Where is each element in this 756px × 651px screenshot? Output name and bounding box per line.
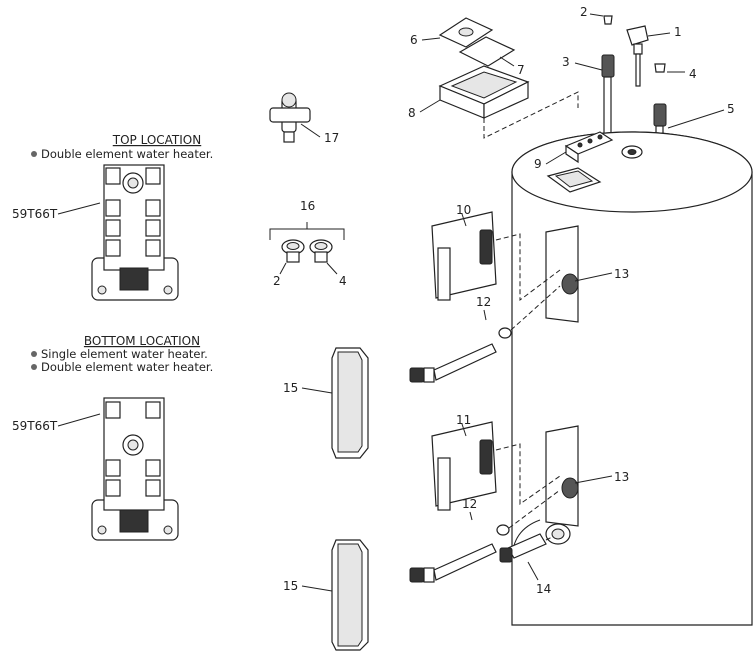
- part-label-3: 3: [562, 55, 570, 69]
- part-label-1: 1: [674, 25, 682, 39]
- relief-valve-cap: [309, 239, 333, 263]
- part-label-13-top: 13: [614, 267, 629, 281]
- bullet-icon: [31, 351, 37, 357]
- access-cover-15-bottom: 15: [283, 539, 369, 651]
- lower-thermostat-bracket-11: 11: [431, 413, 561, 511]
- part-label-7: 7: [517, 63, 525, 77]
- upper-element-opening: [561, 273, 579, 295]
- bullet-icon: [31, 151, 37, 157]
- part-label-2: 2: [580, 5, 588, 19]
- access-cover-15-top: 15: [283, 347, 369, 459]
- bottom-thermostat: [91, 397, 179, 541]
- part-label-15-bottom: 15: [283, 579, 298, 593]
- part-label-9: 9: [534, 157, 542, 171]
- junction-box-cover-6: 6: [410, 17, 494, 48]
- water-heater-tank: 9 13 13: [511, 131, 753, 626]
- upper-thermostat-bracket-10: 10: [431, 203, 561, 301]
- upper-heating-element-12: 12: [409, 285, 561, 383]
- junction-box-8: 8: [408, 65, 530, 120]
- part-label-16-2: 2: [273, 274, 281, 288]
- leader-junction-box: [483, 91, 579, 139]
- part-label-8: 8: [408, 106, 416, 120]
- part-label-11: 11: [456, 413, 471, 427]
- top-thermostat: [91, 164, 179, 301]
- part-label-14: 14: [536, 582, 551, 596]
- part-label-12-top: 12: [476, 295, 491, 309]
- bottom-location-section: BOTTOM LOCATION Single element water hea…: [12, 334, 213, 541]
- top-thermostat-model: 59T66T: [12, 207, 58, 221]
- junction-box-plate-7: 7: [458, 36, 525, 77]
- drain-valve-cap: [281, 239, 305, 263]
- part-label-4: 4: [689, 67, 697, 81]
- bottom-location-bullet-1: Single element water heater.: [41, 347, 208, 361]
- bullet-icon: [31, 364, 37, 370]
- bottom-thermostat-model: 59T66T: [12, 419, 58, 433]
- part-label-13-bottom: 13: [614, 470, 629, 484]
- lower-heating-element-12: 12: [409, 489, 561, 583]
- part-label-16: 16: [300, 199, 315, 213]
- terminal-block-9: 9: [534, 131, 614, 171]
- part-label-5: 5: [727, 102, 735, 116]
- bottom-location-title: BOTTOM LOCATION: [84, 334, 200, 348]
- mixing-valve-17: 17: [269, 92, 339, 145]
- part-label-10: 10: [456, 203, 471, 217]
- part-label-17: 17: [324, 131, 339, 145]
- element-gasket-kit-16: 16 2 4: [269, 199, 347, 288]
- lower-element-opening: [561, 477, 579, 499]
- relief-valve-1: 1: [626, 25, 682, 87]
- top-location-title: TOP LOCATION: [112, 133, 201, 147]
- dip-tube-3: 2 3: [562, 5, 615, 153]
- part-label-15-top: 15: [283, 381, 298, 395]
- part-label-16-4: 4: [339, 274, 347, 288]
- top-location-bullet-1: Double element water heater.: [41, 147, 213, 161]
- part-label-6: 6: [410, 33, 418, 47]
- bottom-location-bullet-2: Double element water heater.: [41, 360, 213, 374]
- part-label-12-bottom: 12: [462, 497, 477, 511]
- drain-valve-14: 14: [499, 533, 553, 596]
- top-location-section: TOP LOCATION Double element water heater…: [12, 133, 213, 301]
